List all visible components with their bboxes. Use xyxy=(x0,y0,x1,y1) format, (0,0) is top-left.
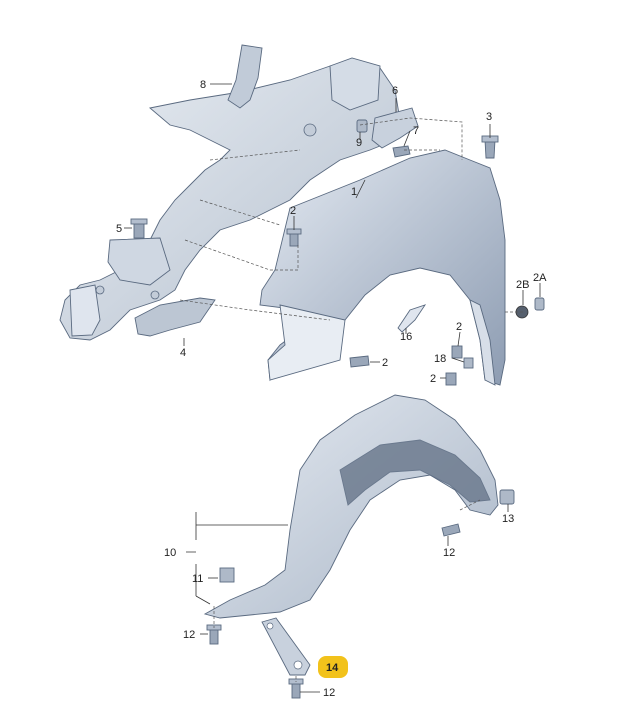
part-2A-clip[interactable] xyxy=(534,297,545,311)
part-6-bracket[interactable] xyxy=(371,107,419,149)
part-2-bolt-right[interactable] xyxy=(451,345,463,359)
callout-6[interactable]: 6 xyxy=(392,85,398,97)
part-2-bolt-right-lower[interactable] xyxy=(445,372,457,386)
callout-2-right[interactable]: 2 xyxy=(456,321,462,333)
part-2-bolt-lower-left[interactable] xyxy=(349,355,370,368)
callout-4[interactable]: 4 xyxy=(180,347,186,359)
part-13-clip[interactable] xyxy=(499,489,515,505)
part-18-clip[interactable] xyxy=(463,357,474,369)
part-3-bolt[interactable] xyxy=(481,135,499,159)
leader-lines xyxy=(124,83,541,693)
callout-2-right-lower[interactable]: 2 xyxy=(430,373,436,385)
part-8-bracket[interactable] xyxy=(227,44,263,109)
callout-11[interactable]: 11 xyxy=(192,573,203,585)
callout-16[interactable]: 16 xyxy=(400,331,412,343)
callout-2B[interactable]: 2B xyxy=(516,279,529,291)
callout-14-highlight[interactable]: 14 xyxy=(318,656,348,678)
callout-7[interactable]: 7 xyxy=(413,125,419,137)
callout-9[interactable]: 9 xyxy=(356,137,362,149)
callout-13[interactable]: 13 xyxy=(502,513,514,525)
callout-14[interactable]: 14 xyxy=(326,662,339,674)
callout-12-left[interactable]: 12 xyxy=(183,629,195,641)
callout-12-right[interactable]: 12 xyxy=(443,547,455,559)
part-16-trim[interactable] xyxy=(397,304,427,333)
callout-8[interactable]: 8 xyxy=(200,79,206,91)
part-7-bolt[interactable] xyxy=(392,145,411,158)
callout-2-lower-left[interactable]: 2 xyxy=(382,357,388,369)
part-14-bracket[interactable] xyxy=(261,617,311,676)
part-1-fender[interactable] xyxy=(259,149,506,386)
part-10-wheel-housing-liner[interactable] xyxy=(203,394,511,619)
callout-5[interactable]: 5 xyxy=(116,223,122,235)
callout-labels: 8 6 9 7 3 1 5 2 2 2 2 2B 2A 16 18 4 13 1… xyxy=(116,79,547,699)
callout-10[interactable]: 10 xyxy=(164,547,176,559)
part-4-bracket[interactable] xyxy=(134,297,216,337)
callout-2-upper[interactable]: 2 xyxy=(290,205,296,217)
callout-2A[interactable]: 2A xyxy=(533,272,547,284)
callout-18[interactable]: 18 xyxy=(434,353,446,365)
part-12-bolt-right[interactable] xyxy=(441,523,461,537)
callout-12-bottom[interactable]: 12 xyxy=(323,687,335,699)
part-9-clip[interactable] xyxy=(356,119,368,133)
assembly-dashed-lines xyxy=(179,117,523,682)
callout-3[interactable]: 3 xyxy=(486,111,492,123)
part-5-bolt[interactable] xyxy=(130,218,148,239)
body-frame-structure xyxy=(59,57,401,341)
part-11-nut[interactable] xyxy=(219,567,235,583)
callout-1[interactable]: 1 xyxy=(351,186,357,198)
